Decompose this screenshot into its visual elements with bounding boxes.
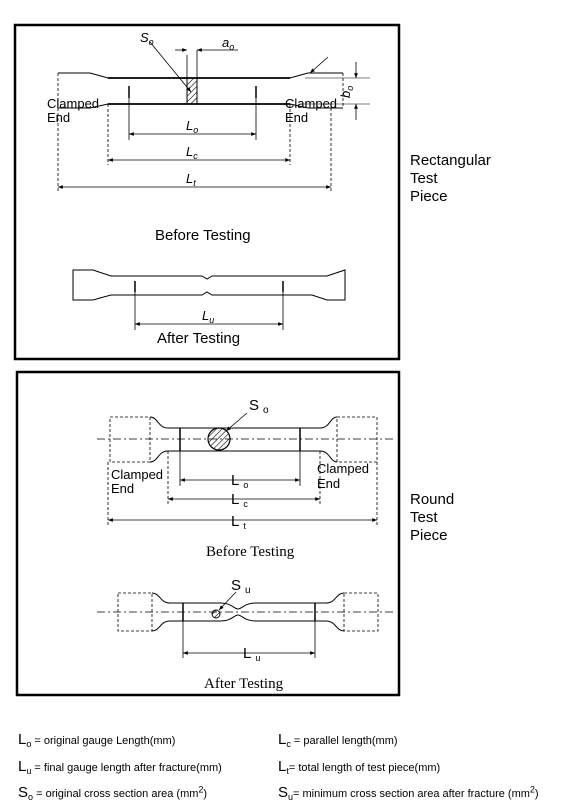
rect-label-lc: Lc [186, 144, 198, 161]
round-clamped-left-2: End [111, 481, 134, 496]
round-cross-section-hatch [207, 427, 231, 451]
rect-label-lt: Lt [186, 171, 196, 188]
round-clamped-left-1: Clamped [111, 467, 163, 482]
rect-after-testing: After Testing [157, 330, 240, 347]
rect-clamped-right-1: Clamped [285, 96, 337, 111]
legend-su: Su= minimum cross section area after fra… [278, 784, 539, 803]
rect-clamped-left-1: Clamped [47, 96, 99, 111]
round-panel-frame [15, 370, 401, 697]
legend-lu: Lu = final gauge length after fracture(m… [18, 758, 222, 777]
round-before-testing: Before Testing [206, 544, 295, 560]
rect-dimension-lines [57, 98, 332, 192]
rect-label-lu: Lu [202, 308, 214, 325]
round-dimension-lines [107, 451, 378, 526]
rect-label-so: So [140, 30, 154, 47]
round-side-title-1: Round [410, 491, 454, 508]
round-side-title-3: Piece [410, 527, 448, 544]
round-side-title-2: Test [410, 509, 438, 526]
round-specimen-after [97, 592, 393, 658]
rect-side-title-3: Piece [410, 188, 448, 205]
legend-so: So = original cross section area (mm2) [18, 784, 208, 803]
rect-label-ao: ao [222, 35, 234, 52]
rect-specimen-after [72, 269, 346, 330]
rect-side-title-2: Test [410, 170, 438, 187]
rectangular-panel-frame [13, 23, 401, 361]
rect-label-bo: bo [338, 86, 355, 98]
rect-side-title-1: Rectangular [410, 152, 491, 169]
rect-clamped-right-2: End [285, 110, 308, 125]
rect-clamped-left-2: End [47, 110, 70, 125]
rect-label-lo: Lo [186, 118, 198, 135]
round-clamped-right-2: End [317, 476, 340, 491]
round-after-testing: After Testing [204, 676, 284, 692]
legend-lc: Lc = parallel length(mm) [278, 731, 398, 750]
legend-lt: Lt= total length of test piece(mm) [278, 758, 441, 777]
rect-specimen-before [57, 72, 344, 109]
legend-lo: Lo = original gauge Length(mm) [18, 731, 176, 750]
round-min-section-hatch [211, 609, 221, 619]
rect-before-testing: Before Testing [155, 227, 251, 244]
rect-cross-section-hatch [186, 77, 198, 105]
round-clamped-right-1: Clamped [317, 461, 369, 476]
round-specimen-before [97, 416, 393, 463]
